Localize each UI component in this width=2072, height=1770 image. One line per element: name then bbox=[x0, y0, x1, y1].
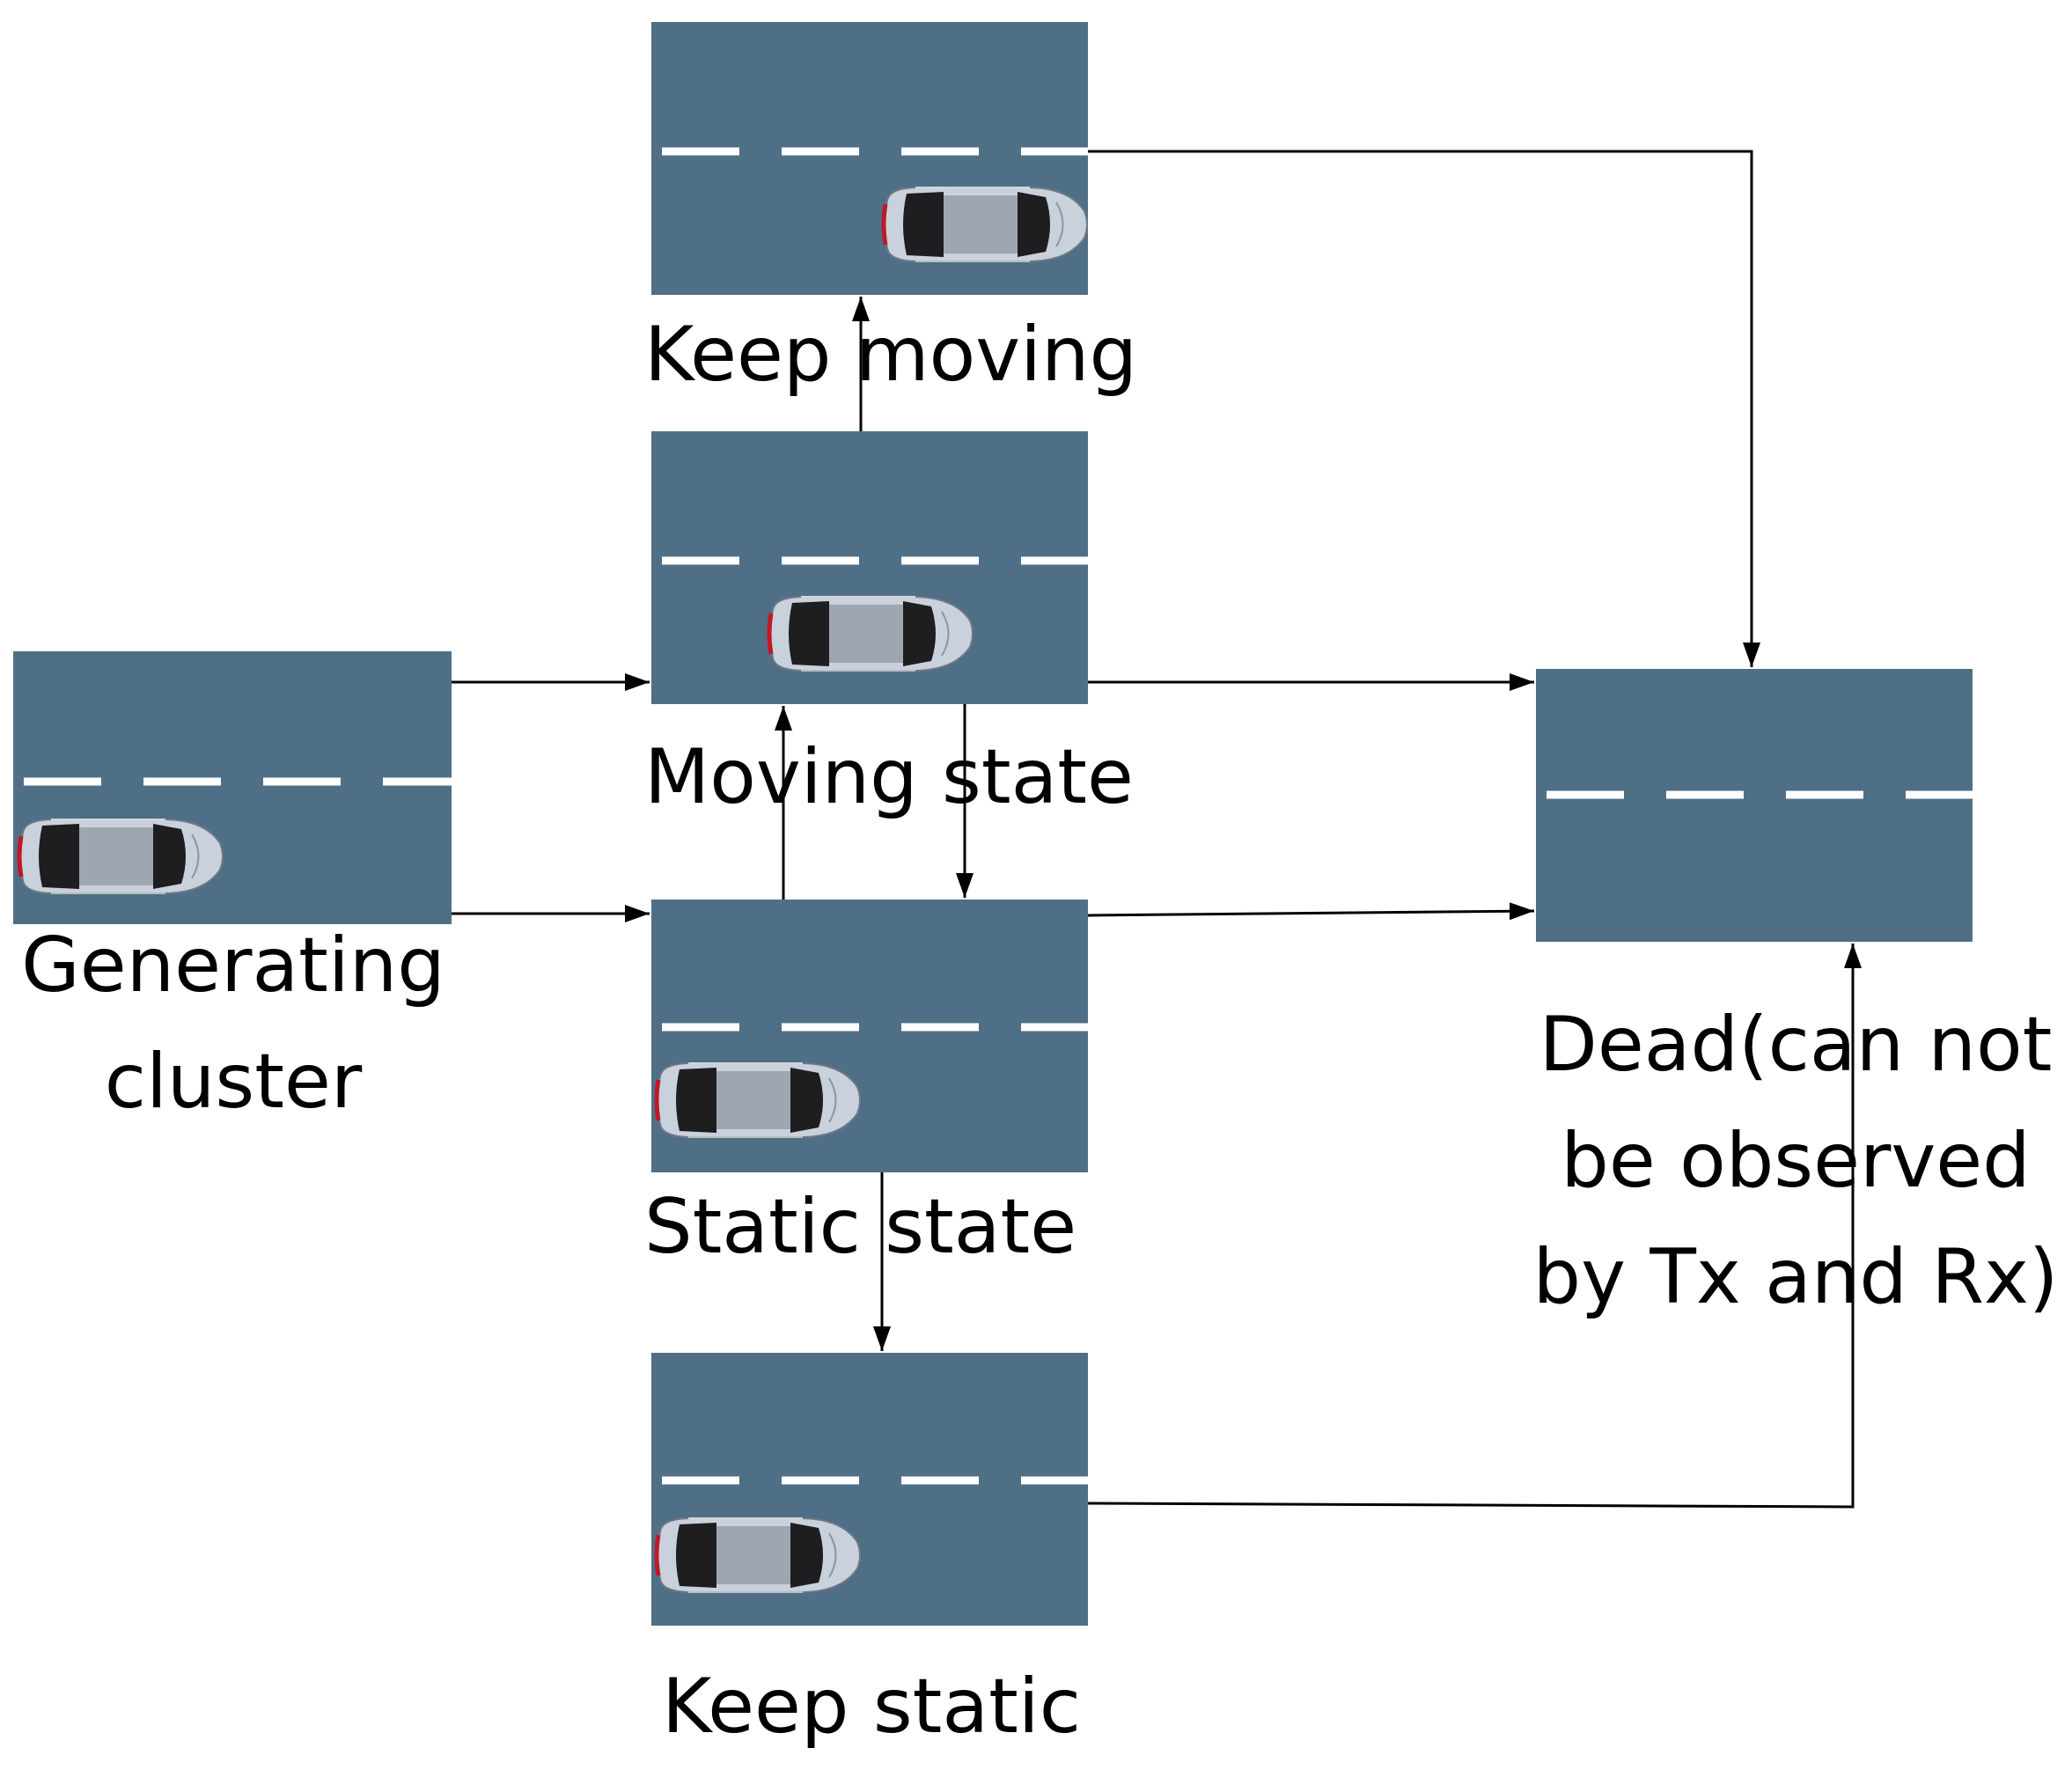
node-moving-state bbox=[651, 431, 1088, 704]
label-generating-line-1: Generating bbox=[21, 922, 445, 1010]
label-dead-line-1: Dead(can not bbox=[1539, 1001, 2053, 1089]
node-keep-static bbox=[651, 1353, 1088, 1626]
node-dead bbox=[1536, 669, 1973, 942]
label-static-state: Static state bbox=[644, 1183, 1076, 1271]
road-panel bbox=[1536, 669, 1973, 942]
node-keep-moving bbox=[651, 22, 1088, 295]
labels: Keep moving Moving state Static state Ke… bbox=[21, 311, 2058, 1751]
connectors bbox=[452, 150, 1862, 1509]
label-dead-line-2: be observed bbox=[1561, 1117, 2031, 1205]
label-keep-moving: Keep moving bbox=[644, 311, 1137, 399]
node-static-state bbox=[651, 900, 1088, 1172]
car-icon bbox=[657, 1063, 860, 1137]
label-dead-line-3: by Tx and Rx) bbox=[1533, 1233, 2059, 1321]
label-generating-line-2: cluster bbox=[105, 1038, 363, 1126]
arrow-keep-static-to-dead bbox=[1087, 944, 1862, 1509]
car-icon bbox=[769, 597, 973, 671]
label-moving-state: Moving state bbox=[644, 733, 1134, 821]
arrow-static-to-dead bbox=[1087, 902, 1535, 921]
node-generating-cluster bbox=[13, 651, 452, 924]
car-icon bbox=[19, 819, 223, 893]
label-keep-static: Keep static bbox=[662, 1663, 1081, 1751]
car-icon bbox=[657, 1518, 860, 1592]
arrow-keep-moving-to-dead bbox=[1088, 150, 1760, 667]
car-icon bbox=[884, 187, 1087, 261]
